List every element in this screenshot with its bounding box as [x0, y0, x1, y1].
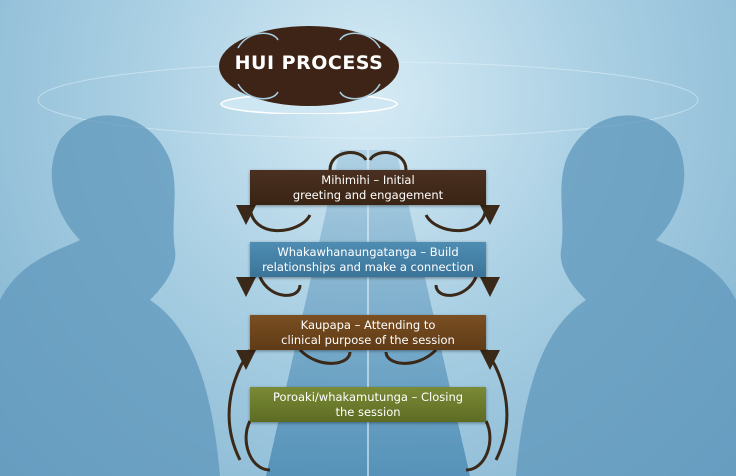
step-line1: Mihimihi – Initial: [321, 172, 415, 187]
right-head-silhouette: [516, 115, 736, 476]
step-line2: greeting and engagement: [292, 187, 444, 202]
left-head-silhouette: [0, 115, 220, 476]
title-oval: [219, 26, 399, 114]
step-line2: the session: [335, 404, 401, 419]
step-line1: Kaupapa – Attending to: [300, 317, 436, 332]
step-line1: Whakawhanaungatanga – Build: [277, 244, 459, 259]
step-line2: clinical purpose of the session: [281, 332, 455, 347]
step-line1: Poroaki/whakamutunga – Closing: [272, 389, 464, 404]
step-line2: relationships and make a connection: [262, 259, 474, 274]
diagram-title: HUI PROCESS: [234, 52, 384, 74]
